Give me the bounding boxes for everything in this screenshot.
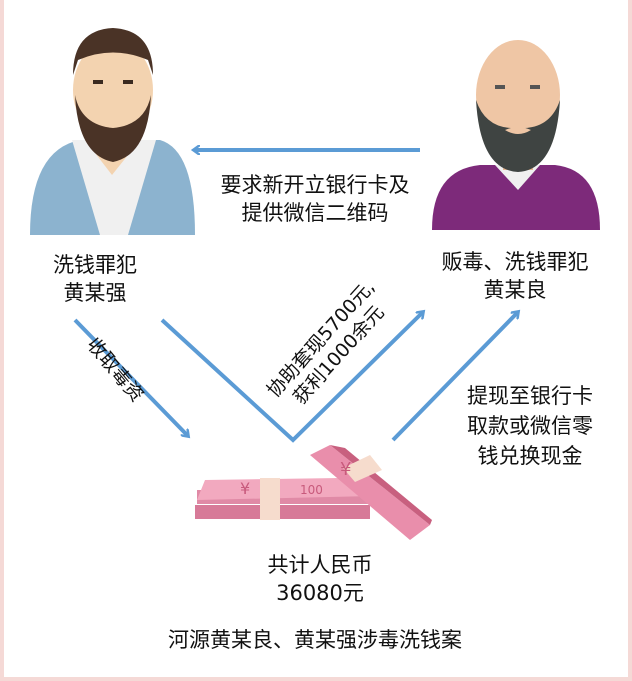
right-person-name: 黄某良	[483, 278, 547, 302]
withdraw-label: 提现至银行卡 取款或微信零 钱兑换现金	[450, 381, 610, 471]
left-person-label: 洗钱罪犯 黄某强	[20, 251, 170, 307]
arrow-withdraw	[391, 312, 518, 442]
right-person-role: 贩毒、洗钱罪犯	[441, 250, 589, 274]
left-person-role: 洗钱罪犯	[53, 253, 137, 277]
svg-text:¥: ¥	[240, 479, 250, 498]
top-arrow-line-1: 要求新开立银行卡及	[220, 173, 410, 197]
svg-text:100: 100	[300, 483, 323, 497]
withdraw-line-3: 钱兑换现金	[477, 444, 583, 468]
svg-text:¥: ¥	[340, 459, 351, 480]
top-arrow-line-2: 提供微信二维码	[241, 201, 389, 225]
left-person-name: 黄某强	[63, 281, 127, 305]
money-stack-icon: ¥ 100 ¥	[195, 445, 432, 540]
withdraw-line-2: 取款或微信零	[467, 414, 593, 438]
arrow-cash-out	[160, 312, 423, 443]
withdraw-line-1: 提现至银行卡	[467, 384, 593, 408]
money-total: 共计人民币 36080元	[230, 551, 410, 607]
right-person-avatar	[432, 40, 600, 230]
money-total-amount: 36080元	[276, 581, 364, 605]
top-arrow-label: 要求新开立银行卡及 提供微信二维码	[180, 171, 450, 227]
money-total-label: 共计人民币	[267, 553, 373, 577]
diagram-caption: 河源黄某良、黄某强涉毒洗钱案	[168, 628, 462, 652]
arrow-collect-funds	[73, 318, 188, 436]
right-person-label: 贩毒、洗钱罪犯 黄某良	[425, 248, 605, 304]
left-person-avatar	[30, 28, 195, 235]
